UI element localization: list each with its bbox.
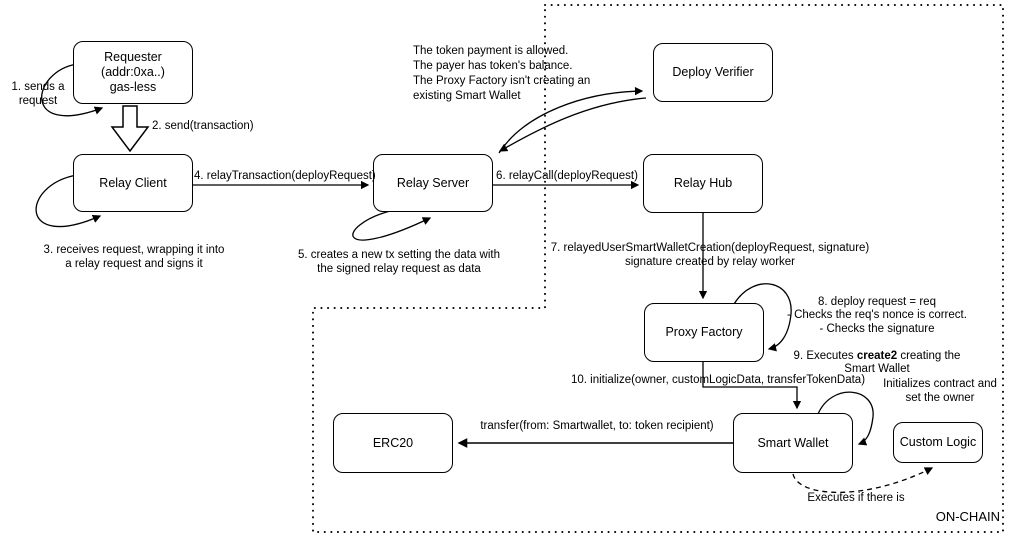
smart-wallet-self-loop-arrow <box>817 391 874 446</box>
node-requester: Requester (addr:0xa..) gas-less <box>73 41 193 104</box>
node-deploy-verifier: Deploy Verifier <box>653 43 773 102</box>
label-step9-suffix: creating the Smart Wallet <box>844 349 961 376</box>
label-step7-relayed-creation: 7. relayedUserSmartWalletCreation(deploy… <box>550 242 870 268</box>
on-chain-boundary <box>312 4 1004 533</box>
proxy-factory-self-loop-arrow <box>733 283 792 352</box>
label-step1-sends-request: 1. sends a request <box>11 81 65 107</box>
node-relay-client: Relay Client <box>73 154 193 212</box>
relay-server-self-loop-arrow <box>352 210 432 241</box>
label-step3-receives-request: 3. receives request, wrapping it into a … <box>43 244 225 270</box>
label-step2-send-transaction: 2. send(transaction) <box>152 120 254 132</box>
relay-client-self-loop-arrow <box>35 174 102 228</box>
label-executes-if-there-is: Executes if there is <box>807 492 905 504</box>
verifier-request-arrow <box>498 86 644 154</box>
node-custom-logic: Custom Logic <box>893 422 983 463</box>
initialize-arrow <box>702 362 802 410</box>
label-step9-prefix: 9. Executes <box>793 349 857 362</box>
node-relay-hub: Relay Hub <box>643 154 763 213</box>
label-on-chain: ON-CHAIN <box>935 509 1000 524</box>
verifier-response-arrow <box>498 97 647 152</box>
send-transaction-block-arrow <box>110 105 150 153</box>
label-step5-creates-new-tx: 5. creates a new tx setting the data wit… <box>297 249 500 275</box>
label-step9-create2: create2 <box>856 349 898 362</box>
label-step10-initialize: 10. initialize(owner, customLogicData, t… <box>571 374 866 386</box>
node-proxy-factory: Proxy Factory <box>644 303 764 362</box>
label-step8-text: 8. deploy request = req - Checks the req… <box>787 295 967 335</box>
label-transfer: transfer(from: Smartwallet, to: token re… <box>480 420 714 432</box>
node-relay-server: Relay Server <box>373 154 493 212</box>
label-verifier-note: The token payment is allowed. The payer … <box>413 45 591 102</box>
label-initializes-note: Initializes contract and set the owner <box>883 378 997 404</box>
label-step8-9-checks-create2: 8. deploy request = req - Checks the req… <box>770 282 984 377</box>
node-smart-wallet: Smart Wallet <box>733 413 853 473</box>
node-erc20: ERC20 <box>333 413 453 473</box>
label-step4-relay-transaction: 4. relayTransaction(deployRequest) <box>194 170 376 182</box>
label-step6-relay-call: 6. relayCall(deployRequest) <box>496 170 638 182</box>
requester-self-loop-arrow <box>41 63 104 117</box>
